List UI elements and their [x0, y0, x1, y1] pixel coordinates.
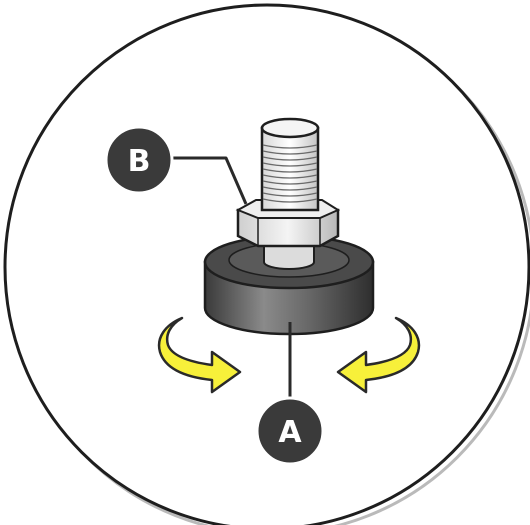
callout-a: A: [255, 396, 325, 466]
rotate-right-arrow-icon: [336, 316, 421, 394]
callout-b: B: [104, 125, 174, 195]
adjustable-foot-icon: [203, 117, 375, 336]
callout-b-label: B: [128, 144, 151, 179]
callout-b-leader-line: [168, 156, 248, 205]
callout-a-label: A: [278, 415, 302, 450]
rotate-left-arrow-icon: [157, 316, 242, 394]
